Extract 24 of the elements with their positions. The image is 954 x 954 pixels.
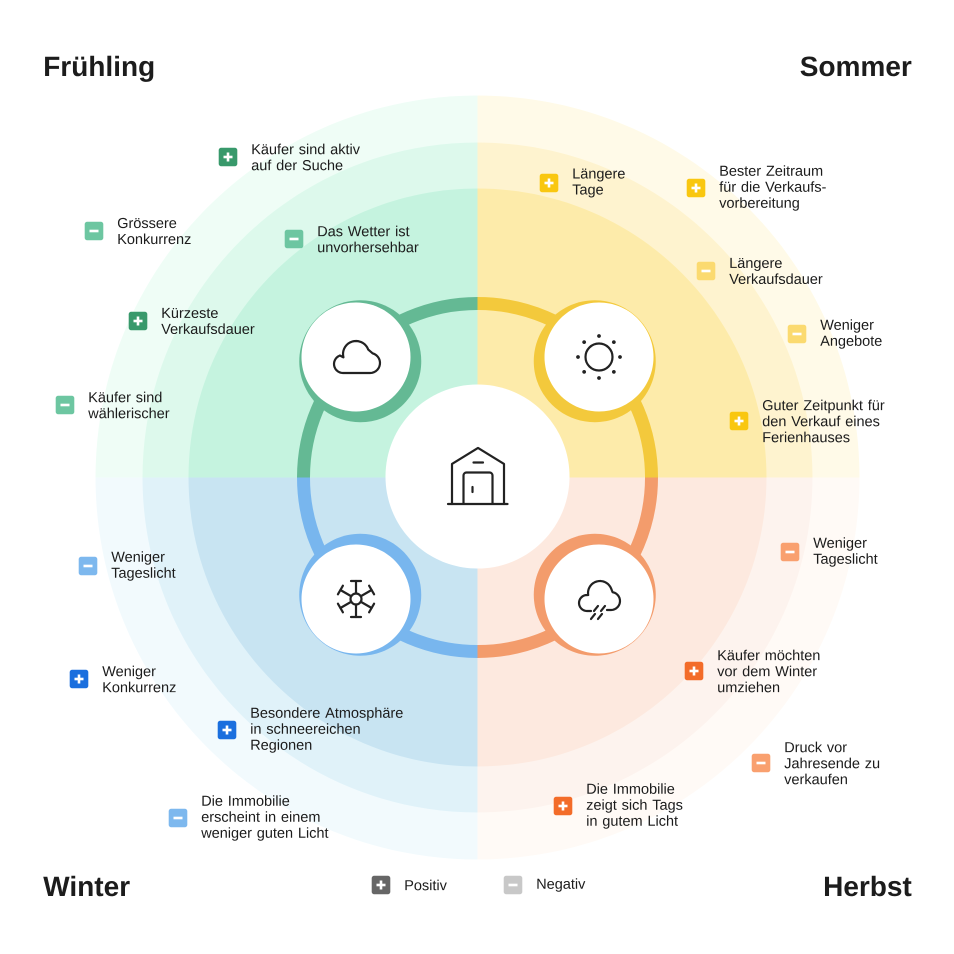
- season-title: Sommer: [800, 56, 912, 76]
- item-text: Längere Tage: [572, 168, 625, 198]
- item-text: Das Wetter ist unvorhersehbar: [318, 226, 418, 252]
- item-text: Druck vor Jahresende zu verkaufen: [784, 742, 880, 784]
- item-text: Käufer sind aktiv auf der Suche: [252, 144, 360, 170]
- item-text: Weniger Tageslicht: [111, 551, 176, 581]
- item-text: Weniger Tageslicht: [813, 537, 878, 567]
- season-title: Herbst: [824, 876, 912, 896]
- item-text: Käufer sind wählerischer: [88, 392, 170, 418]
- item-text: Bester Zeitraum für die Verkaufs- vorbereitung: [719, 165, 826, 211]
- item-text: Weniger Angebote: [820, 319, 882, 349]
- item-text: Grössere Konkurrenz: [118, 218, 191, 244]
- item-text: Die Immobilie zeigt sich Tags in gutem Licht: [586, 783, 682, 829]
- item-text: Käufer möchten vor dem Winter umziehen: [717, 650, 820, 692]
- item-text: Weniger Konkurrenz: [102, 666, 176, 692]
- item-text: Längere Verkaufsdauer: [729, 258, 822, 284]
- item-text: Besondere Atmosphäre in schneereichen Regionen: [251, 707, 403, 753]
- legend-text: Positiv: [405, 880, 447, 890]
- item-text: Guter Zeitpunkt für den Verkauf eines Ferienhauses: [762, 400, 884, 442]
- item-text: Die Immobilie erscheint in einem weniger guten Licht: [201, 795, 328, 841]
- legend-text: Negativ: [537, 878, 586, 892]
- season-title: Frühling: [45, 56, 154, 82]
- item-text: Kürzeste Verkaufsdauer: [161, 308, 254, 334]
- season-title: Winter: [43, 876, 130, 896]
